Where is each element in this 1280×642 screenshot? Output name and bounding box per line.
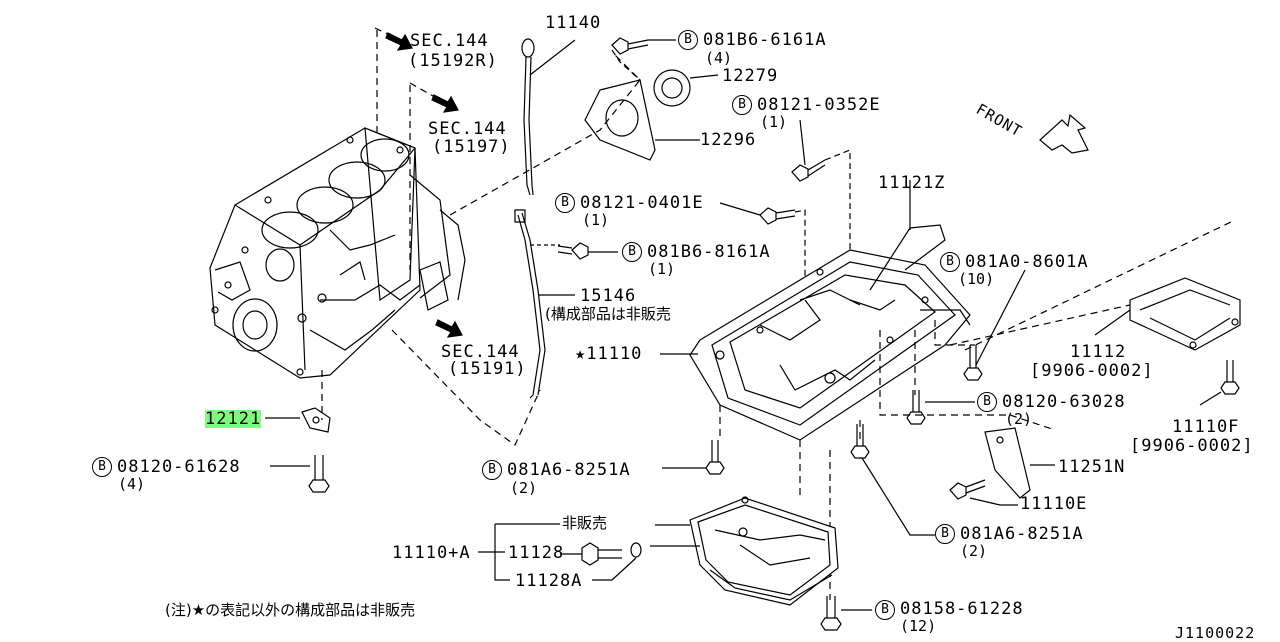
- sec-15192r-label: (15192R): [408, 51, 498, 71]
- qty-1: (1): [582, 211, 610, 229]
- bracket-11251N: [985, 428, 1055, 498]
- part-11128: 11128: [508, 543, 565, 563]
- bolt-mark: B: [622, 242, 642, 262]
- bolt-mark: B: [555, 193, 575, 213]
- dipstick-guide-15146: [515, 210, 575, 398]
- sec-144-label-1: SEC.144: [410, 31, 489, 51]
- rear-oil-seal: [654, 70, 718, 106]
- sec-arrow-3: [436, 320, 462, 337]
- part-08121-0352E: 08121-0352E: [757, 95, 881, 115]
- bolt-mark: B: [732, 95, 752, 115]
- bolt-081B6-8161A: [558, 243, 618, 259]
- part-081B6-8161A: 081B6-8161A: [647, 242, 771, 262]
- qty-4: (4): [705, 49, 733, 67]
- sec-15197-label: (15197): [432, 137, 511, 157]
- part-11110-A: 11110+A: [392, 543, 471, 563]
- qty-4: (4): [118, 475, 146, 493]
- bolt-08121-0352E: [792, 120, 850, 260]
- kit-bracket: [495, 524, 510, 580]
- sec-arrow-2: [432, 95, 458, 112]
- qty-10: (10): [958, 270, 995, 288]
- oil-pan-upper: [660, 195, 970, 440]
- part-11110: ★11110: [575, 344, 643, 364]
- part-08120-61628: 08120-61628: [117, 457, 241, 477]
- bolt-mark: B: [482, 460, 502, 480]
- part-11110F: 11110F: [1172, 417, 1240, 437]
- sec-arrow-1: [386, 33, 412, 50]
- not-sold-label: 非販売: [562, 514, 608, 532]
- cylinder-block: [210, 128, 465, 378]
- pan-leaders: [720, 220, 1235, 600]
- bolt-mark: B: [940, 252, 960, 272]
- part-11112: 11112: [1070, 342, 1127, 362]
- qty-12: (12): [900, 617, 937, 635]
- bolt-mark: B: [977, 392, 997, 412]
- bolt-mark: B: [875, 600, 895, 620]
- part-11121Z: 11121Z: [878, 173, 946, 193]
- dipstick-11140: [522, 39, 575, 195]
- front-arrow: [1040, 115, 1088, 153]
- part-081A0-8601A: 081A0-8601A: [965, 252, 1089, 272]
- sec-144-label-2: SEC.144: [428, 119, 507, 139]
- seal-retainer: [585, 80, 700, 160]
- bolt-mark: B: [935, 524, 955, 544]
- bolt-mark: B: [92, 457, 112, 477]
- sec-144-label-3: SEC.144: [441, 342, 520, 362]
- qty-2: (2): [960, 542, 988, 560]
- part-081A6-8251A: 081A6-8251A: [507, 460, 631, 480]
- part-08121-0401E: 08121-0401E: [580, 193, 704, 213]
- drain-washer: [631, 543, 641, 557]
- qty-2: (2): [1005, 410, 1033, 428]
- part-11112-range: [9906-0002]: [1030, 361, 1154, 381]
- footnote: (注)★の表記以外の構成部品は非販売: [165, 601, 416, 619]
- sec-15191-label: (15191): [448, 359, 527, 379]
- strainer-bracket-12121: [265, 408, 330, 432]
- bolt-11110E: [950, 480, 1018, 505]
- qty-1: (1): [648, 260, 676, 278]
- bolt-mark: B: [678, 30, 698, 50]
- part-081A6-8251A-2: 081A6-8251A: [960, 524, 1084, 544]
- bolt-vertical-set: [270, 270, 1239, 630]
- oil-pan-lower: [650, 497, 838, 605]
- part-11140: 11140: [545, 13, 602, 33]
- part-12296: 12296: [700, 130, 757, 150]
- part-15146: 15146: [580, 286, 637, 306]
- qty-2: (2): [510, 479, 538, 497]
- qty-1: (1): [760, 113, 788, 131]
- part-08158-61228: 08158-61228: [900, 599, 1024, 619]
- drain-plug: [560, 543, 622, 565]
- part-12279: 12279: [722, 66, 779, 86]
- part-11110E: 11110E: [1020, 494, 1088, 514]
- bolt-081B6-6161A: [612, 38, 676, 80]
- part-11251N: 11251N: [1058, 457, 1126, 477]
- part-11110F-range: [9906-0002]: [1130, 436, 1254, 456]
- part-15146-note: (構成部品は非販売: [545, 305, 671, 323]
- baffle-plate-11112: [1095, 278, 1240, 350]
- part-081B6-6161A: 081B6-6161A: [703, 30, 827, 50]
- drawing-number: J1100022: [1175, 624, 1256, 642]
- part-11128A: 11128A: [515, 571, 583, 591]
- part-12121: 12121: [205, 409, 262, 429]
- part-08120-63028: 08120-63028: [1002, 392, 1126, 412]
